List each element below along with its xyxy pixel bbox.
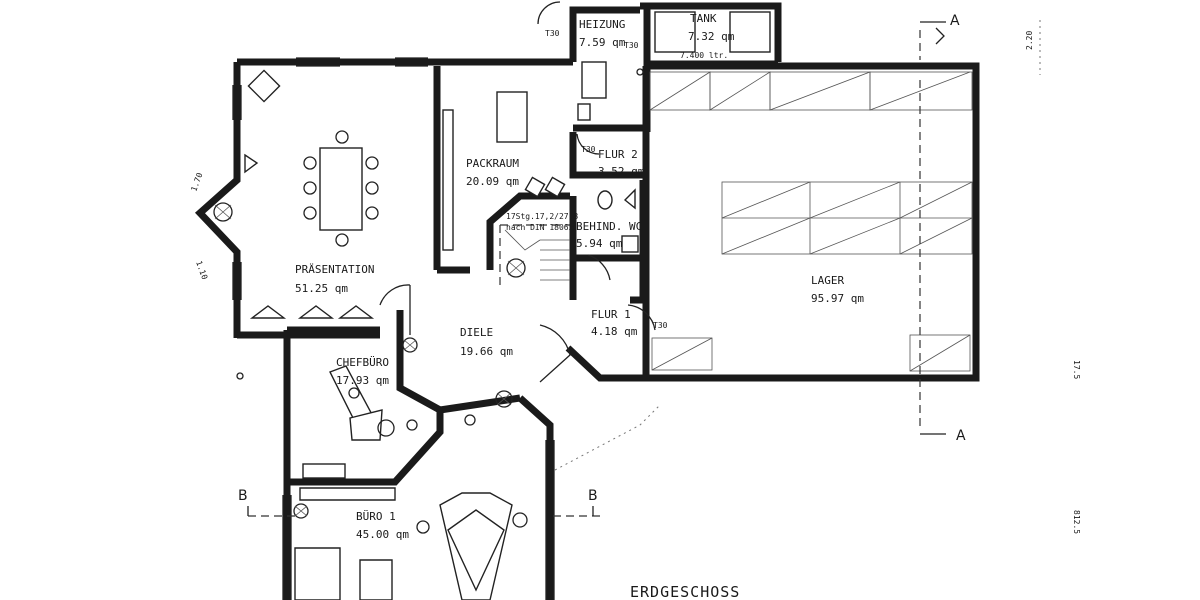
exterior-walls: [194, 58, 644, 600]
floor-title: ERDGESCHOSS: [630, 583, 740, 600]
fire-door-label: T30: [624, 41, 639, 50]
plant-icon: [506, 258, 526, 278]
fire-door-label: T30: [581, 145, 596, 154]
section-marker-b-left: B: [238, 488, 248, 504]
room-name-behind-wc: BEHIND. WC: [576, 220, 642, 233]
section-lines: [236, 20, 1041, 517]
plant-icon: [402, 337, 418, 353]
room-name-flur1: FLUR 1: [591, 308, 631, 321]
plant-icon: [213, 202, 233, 222]
stair-note-line-1: 17Stg.17,2/27,8: [506, 212, 578, 221]
section-marker-a-bottom: A: [956, 428, 966, 444]
lager-racks: [649, 71, 973, 372]
interior-walls: [287, 66, 647, 486]
dimension-label: 2.20: [1025, 31, 1034, 50]
room-name-tank: TANK: [690, 12, 717, 25]
dimension-label: 17.5: [1072, 360, 1081, 379]
plant-icon: [495, 390, 513, 408]
chefbuero-furniture: [302, 365, 418, 479]
room-area-behind-wc: 5.94 qm: [576, 237, 623, 250]
room-area-tank: 7.32 qm: [688, 30, 735, 43]
room-area-buero1: 45.00 qm: [356, 528, 409, 541]
windows: [232, 57, 555, 600]
room-name-packraum: PACKRAUM: [466, 157, 519, 170]
doors: [379, 1, 656, 383]
room-area-flur2: 3.52 qm: [598, 165, 645, 178]
room-name-diele: DIELE: [460, 326, 493, 339]
room-name-chefbuero: CHEFBÜRO: [336, 356, 389, 369]
presentation-furniture: [244, 69, 379, 319]
room-area-lager: 95.97 qm: [811, 292, 864, 305]
stair-note-line-2: nach DIN 18065: [506, 223, 574, 232]
room-area-packraum: 20.09 qm: [466, 175, 519, 188]
room-area-chefbuero: 17.93 qm: [336, 374, 389, 387]
section-marker-a-top: A: [950, 13, 960, 29]
packraum-furniture: [442, 91, 566, 251]
room-area-flur1: 4.18 qm: [591, 325, 638, 338]
room-name-lager: LAGER: [811, 274, 844, 287]
room-area-diele: 19.66 qm: [460, 345, 513, 358]
room-name-praesentation: PRÄSENTATION: [295, 263, 374, 276]
plant-icons: [213, 202, 526, 519]
staircase: [499, 224, 570, 285]
fire-door-label: T30: [545, 29, 560, 38]
section-marker-b-right: B: [588, 488, 598, 504]
room-labels: HEIZUNG 7.59 qm TANK 7.32 qm 7.400 ltr. …: [295, 12, 864, 541]
room-area-praesentation: 51.25 qm: [295, 282, 348, 295]
plant-icon: [293, 503, 309, 519]
room-name-heizung: HEIZUNG: [579, 18, 625, 31]
room-name-buero1: BÜRO 1: [356, 510, 396, 523]
dimension-label: 1.10: [194, 260, 209, 281]
wc-fixtures: [597, 188, 639, 253]
room-area-heizung: 7.59 qm: [579, 36, 626, 49]
tank-capacity: 7.400 ltr.: [680, 51, 728, 60]
fire-door-label: T30: [653, 321, 668, 330]
dimension-label: 812.5: [1072, 510, 1081, 534]
room-name-flur2: FLUR 2: [598, 148, 638, 161]
tank-heater-fixtures: [577, 11, 771, 121]
buero1-furniture: [294, 414, 528, 600]
dimension-label: 1.70: [189, 171, 204, 192]
